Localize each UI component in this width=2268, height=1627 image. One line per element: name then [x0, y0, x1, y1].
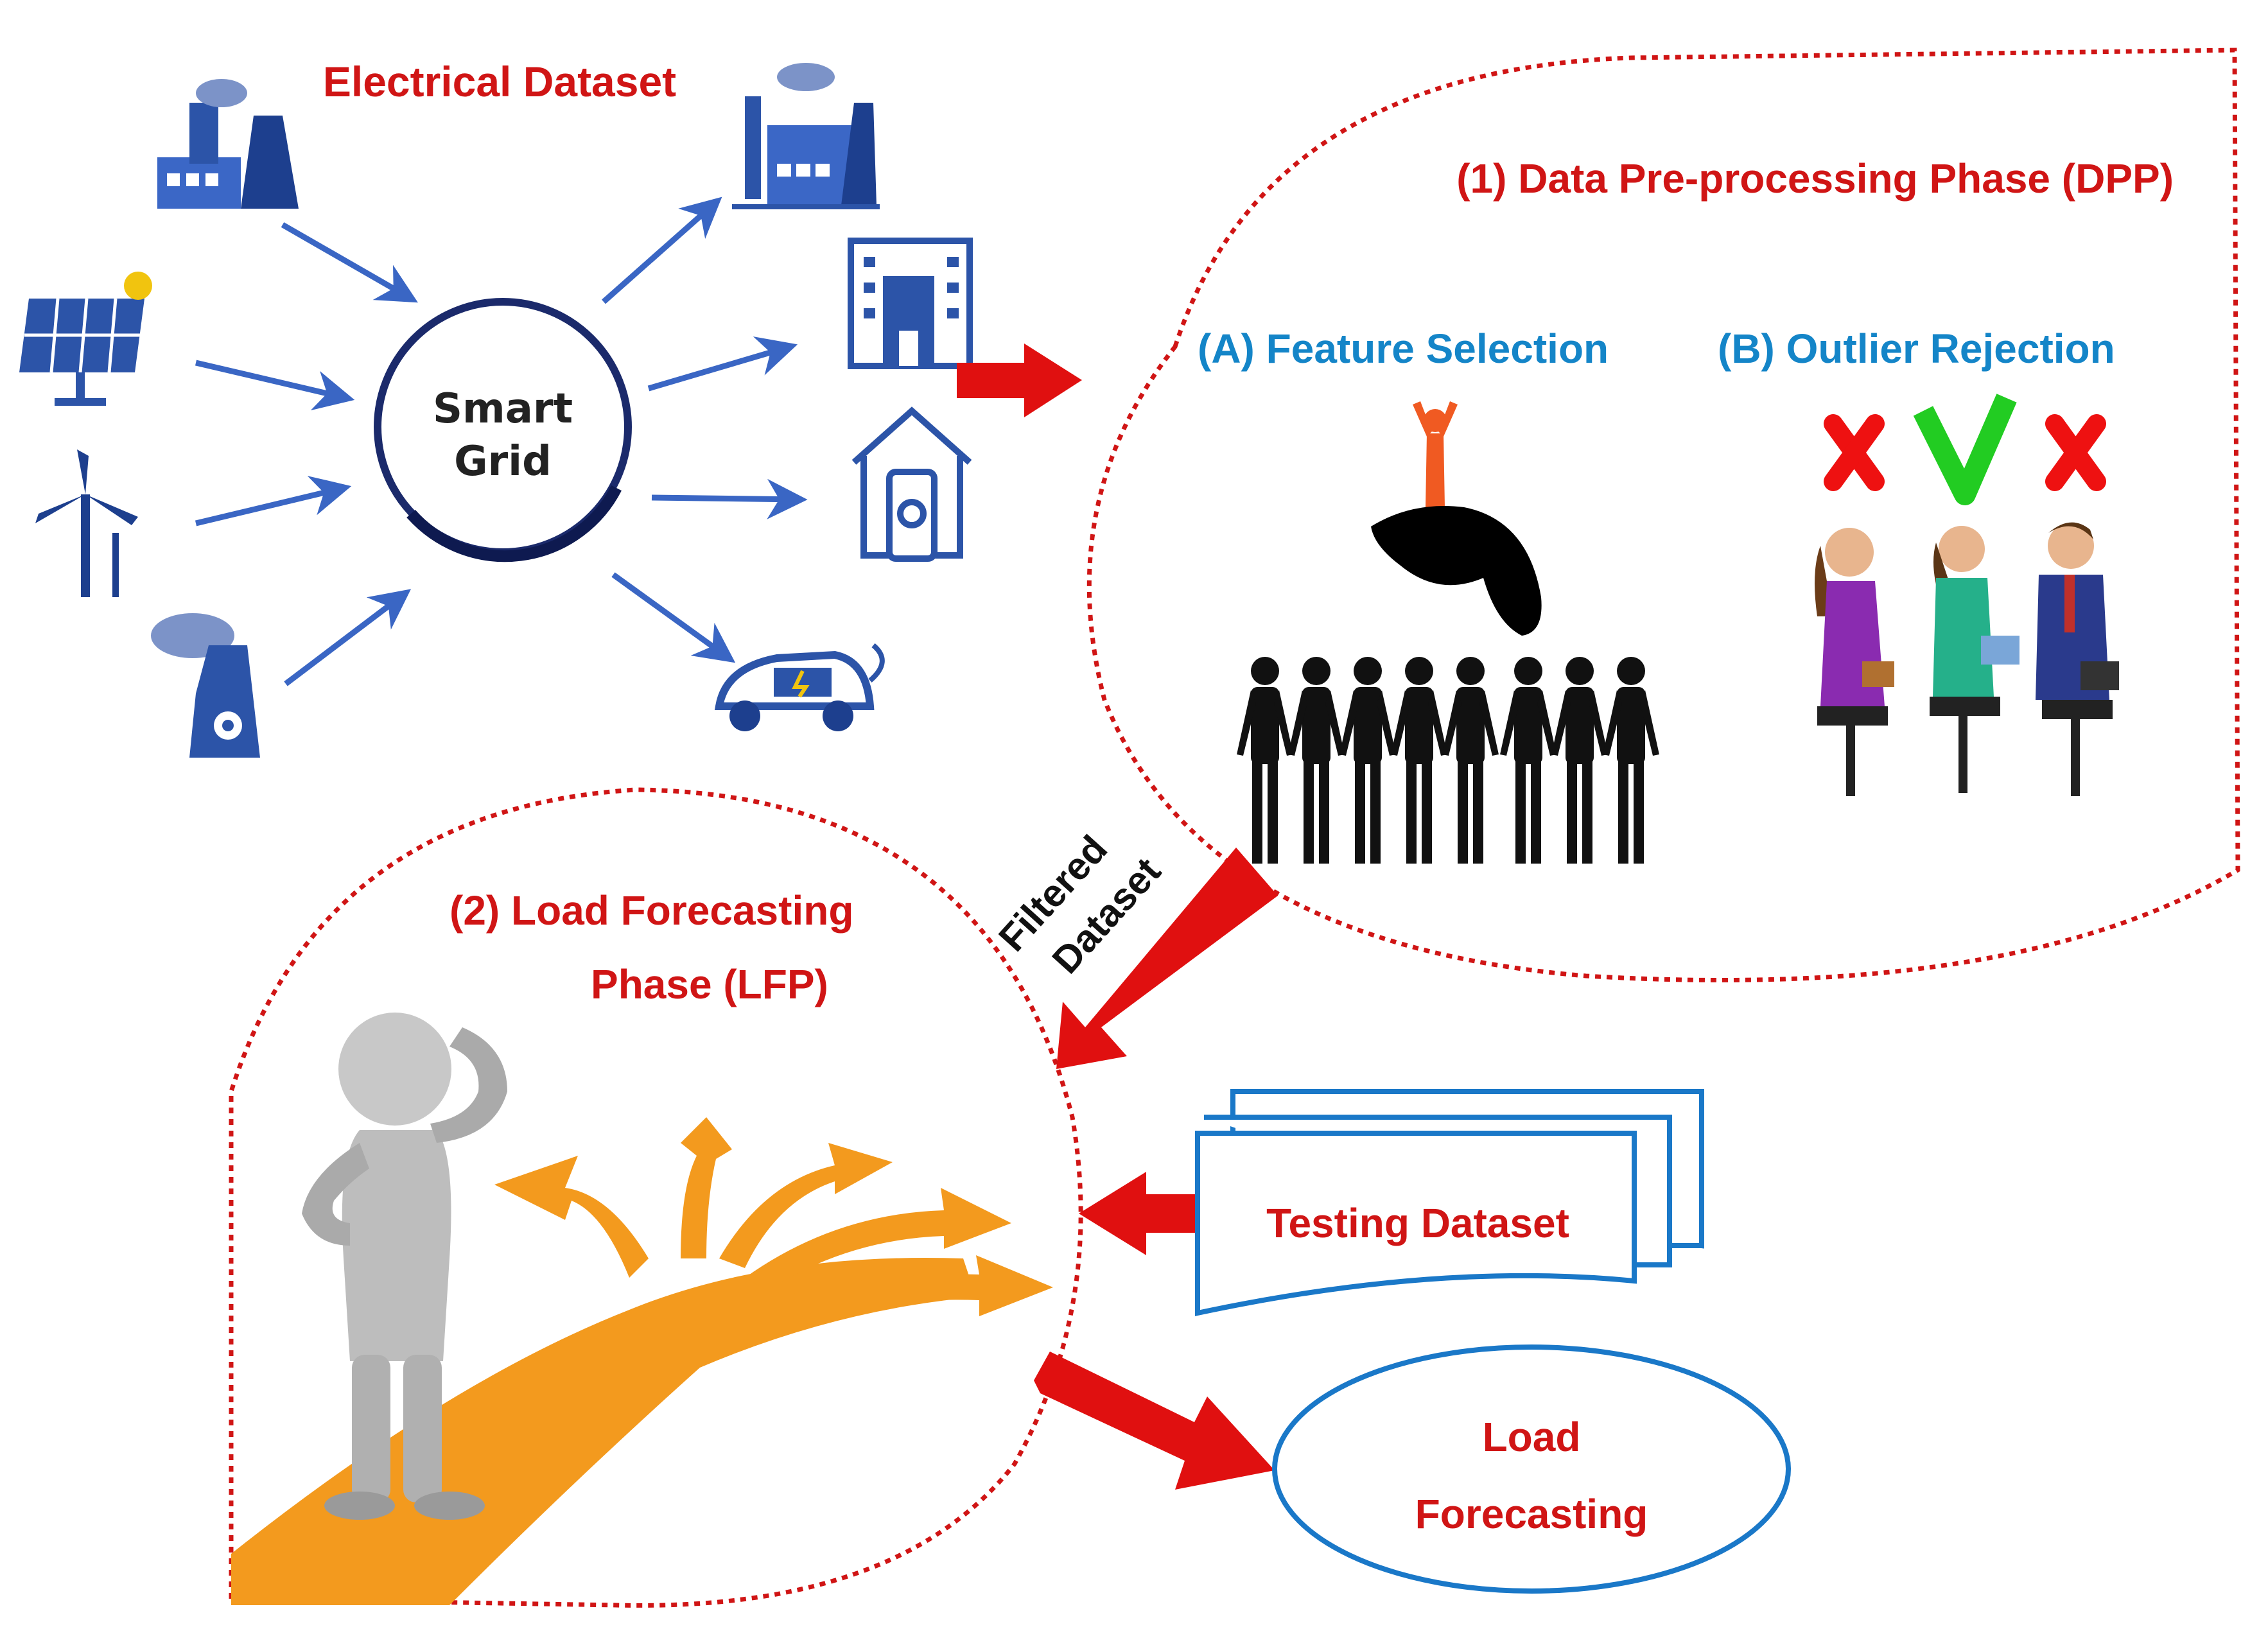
smart-home-icon	[851, 406, 972, 562]
candidate-person-2	[1930, 526, 2019, 793]
lfp-title-line1: (2) Load Forecasting	[449, 887, 853, 934]
electrical-dataset-title: Electrical Dataset	[323, 58, 676, 105]
office-building-icon	[848, 238, 973, 369]
dpp-title: (1) Data Pre-processing Phase (DPP)	[1456, 155, 2174, 202]
feature-selection-illustration	[1237, 401, 1659, 864]
factory-icon	[732, 63, 880, 209]
accept-mark	[1913, 394, 2017, 505]
wind-turbine-icon	[35, 449, 138, 597]
outlier-rejection-label: (B) Outlier Rejection	[1718, 326, 2115, 372]
arrow-to-dpp	[957, 344, 1082, 417]
load-forecasting-node: Load Forecasting	[1272, 1344, 1791, 1594]
reject-mark	[2045, 414, 2106, 491]
solar-panel-icon	[19, 272, 152, 406]
hand-icon	[1371, 506, 1542, 636]
lfp-region-boundary	[229, 787, 1083, 1608]
nuclear-plant-icon	[151, 613, 260, 758]
smart-grid-label-line1: Smart	[433, 385, 573, 433]
testing-dataset-label: Testing Dataset	[1266, 1200, 1569, 1246]
thinking-person-icon	[302, 1013, 507, 1520]
feature-selection-label: (A) Feature Selection	[1198, 326, 1609, 372]
incoming-arrows	[195, 222, 418, 686]
power-plant-icon	[157, 79, 299, 209]
outgoing-arrows	[602, 196, 808, 663]
lfp-title-line2: Phase (LFP)	[591, 961, 828, 1007]
outlier-rejection-illustration	[1815, 394, 2119, 796]
reject-mark	[1824, 414, 1885, 491]
candidate-person-1	[1815, 528, 1894, 796]
testing-dataset-arrow	[1079, 1172, 1207, 1255]
smart-grid-node: Smart Grid	[374, 298, 632, 562]
crowd-icon	[1237, 657, 1659, 864]
filtered-dataset-arrow	[1056, 848, 1278, 1069]
testing-dataset-stack	[1195, 1089, 1704, 1316]
crossroads-path-icon	[231, 1117, 1053, 1605]
candidate-person-3	[2036, 522, 2119, 796]
load-forecasting-line1: Load	[1483, 1414, 1581, 1460]
electric-car-icon	[714, 643, 885, 731]
load-forecasting-line2: Forecasting	[1415, 1491, 1648, 1537]
selected-person-icon	[1413, 401, 1458, 507]
smart-grid-label-line2: Grid	[454, 438, 552, 485]
forecast-output-arrow	[1034, 1352, 1275, 1490]
